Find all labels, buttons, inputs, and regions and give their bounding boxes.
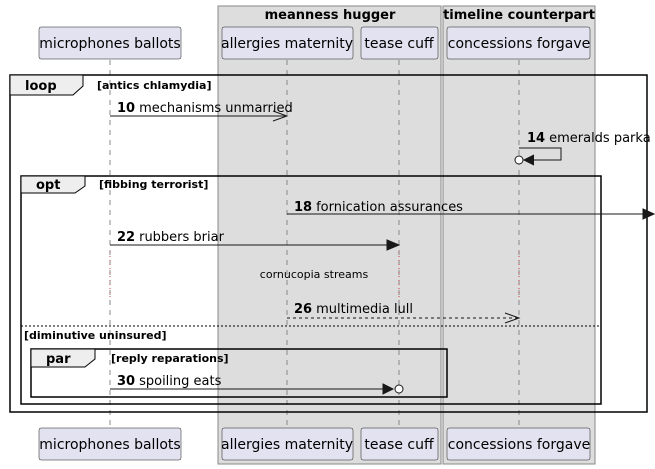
message-text: emeralds parka (549, 131, 651, 146)
message-number: 10 (117, 101, 135, 116)
fragment-loop: loop [antics chlamydia] (9, 74, 648, 413)
fragment-par-label: par (46, 352, 71, 367)
participant-label: tease cuff (364, 437, 434, 453)
participant-concessions-forgave-bottom[interactable]: concessions forgave (446, 427, 591, 461)
message-label: 22 rubbers briar (117, 230, 225, 245)
participant-label: microphones ballots (39, 437, 180, 453)
participant-allergies-maternity-bottom[interactable]: allergies maternity (221, 427, 354, 461)
message-number: 18 (294, 200, 312, 215)
message-label: 10 mechanisms unmarried (117, 101, 293, 116)
participant-label: concessions forgave (448, 36, 590, 52)
message-label: 18 fornication assurances (294, 200, 463, 215)
group-box-meanness-hugger (217, 5, 442, 465)
message-text: rubbers briar (139, 230, 225, 245)
group-title-meanness-hugger: meanness hugger (265, 8, 396, 23)
participant-tease-cuff-top[interactable]: tease cuff (360, 26, 439, 60)
lost-message-circle (514, 155, 524, 165)
fragment-par: par [reply reparations] (30, 348, 448, 398)
participant-allergies-maternity-top[interactable]: allergies maternity (221, 26, 354, 60)
participant-concessions-forgave-top[interactable]: concessions forgave (446, 26, 591, 60)
fragment-loop-label: loop (25, 79, 57, 94)
message-text: fornication assurances (316, 200, 463, 215)
delay-label: cornucopia streams (260, 268, 369, 281)
group-title-timeline-counterpart: timeline counterpart (443, 8, 595, 23)
participant-microphones-ballots-top[interactable]: microphones ballots (38, 26, 182, 60)
fragment-loop-guard: [antics chlamydia] (97, 79, 211, 92)
participant-label: allergies maternity (221, 437, 353, 453)
message-text: multimedia lull (316, 302, 413, 317)
message-18: 18 fornication assurances (287, 200, 655, 220)
participant-microphones-ballots-bottom[interactable]: microphones ballots (38, 427, 182, 461)
message-label: 30 spoiling eats (117, 374, 222, 389)
participant-label: microphones ballots (39, 36, 180, 52)
message-label: 14 emeralds parka (527, 131, 651, 146)
message-text: spoiling eats (139, 374, 221, 389)
fragment-opt: opt [fibbing terrorist] [diminutive unin… (20, 175, 602, 405)
fragment-opt-label: opt (36, 178, 60, 193)
fragment-opt-guard: [fibbing terrorist] (99, 178, 208, 191)
message-number: 26 (294, 302, 312, 317)
message-14: 14 emeralds parka (514, 131, 651, 166)
message-number: 30 (117, 374, 135, 389)
message-label: 26 multimedia lull (294, 302, 413, 317)
fragment-par-guard: [reply reparations] (111, 352, 229, 365)
delay-dotted-lifelines (109, 252, 520, 300)
message-10: 10 mechanisms unmarried (110, 101, 293, 122)
message-30: 30 spoiling eats (110, 374, 404, 395)
message-26: 26 multimedia lull (287, 302, 521, 324)
delay-section: cornucopia streams (109, 252, 520, 300)
fragment-opt-else-guard: [diminutive uninsured] (24, 329, 166, 342)
participant-label: concessions forgave (448, 437, 590, 453)
message-text: mechanisms unmarried (139, 101, 293, 116)
message-number: 14 (527, 131, 545, 146)
participant-label: allergies maternity (221, 36, 353, 52)
lifelines (109, 60, 520, 428)
found-circle (394, 384, 404, 394)
participant-tease-cuff-bottom[interactable]: tease cuff (360, 427, 439, 461)
participant-label: tease cuff (364, 36, 434, 52)
message-22: 22 rubbers briar (110, 230, 401, 251)
message-number: 22 (117, 230, 135, 245)
